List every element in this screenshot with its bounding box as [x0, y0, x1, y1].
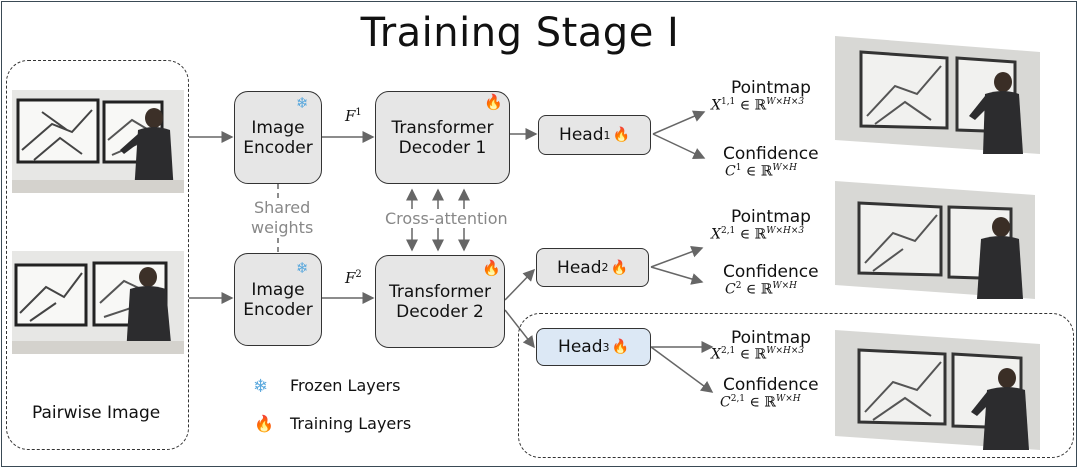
head3-output-panel [518, 313, 1074, 458]
confidence-label-3: Confidence [723, 375, 819, 395]
snowflake-icon: ❄ [253, 376, 269, 397]
pointmap-label-1: Pointmap [731, 78, 811, 98]
pointmap-eq-1: X1,1 ∈ ℝW×H×3 [711, 97, 805, 114]
encoder-2-label-line2: Encoder [243, 299, 313, 320]
decoder-1-label-line2: Decoder 1 [398, 137, 487, 158]
feature-f2-label: F2 [345, 269, 362, 287]
cross-attention-label: Cross-attention [383, 209, 510, 228]
pointmap-label-3: Pointmap [731, 328, 811, 348]
feature-f1-label: F1 [345, 107, 362, 125]
shared-weights-label: Shared weights [251, 198, 314, 238]
confidence-label-2: Confidence [723, 262, 819, 282]
pointmap-render-1 [835, 36, 1040, 156]
confidence-eq-3: C2,1 ∈ ℝW×H [720, 394, 801, 411]
shared-line2: weights [251, 218, 314, 237]
pointmap-label-2: Pointmap [731, 207, 811, 227]
confidence-eq-1: C1 ∈ ℝW×H [725, 163, 797, 180]
pairwise-image-panel [6, 60, 189, 450]
decoder-2-label-line1: Transformer [388, 281, 491, 302]
snowflake-icon: ❄ [296, 259, 309, 277]
confidence-label-1: Confidence [723, 144, 819, 164]
decoder-2-label-line2: Decoder 2 [396, 301, 484, 322]
encoder-1-label-line1: Image [251, 117, 305, 138]
input-image-1 [12, 90, 184, 193]
encoder-2-label-line1: Image [251, 279, 305, 300]
pointmap-eq-2: X2,1 ∈ ℝW×H×3 [711, 226, 805, 243]
decoder-1-label-line1: Transformer [391, 117, 494, 138]
flame-icon: 🔥 [610, 259, 628, 276]
figure-title: Training Stage I [360, 10, 680, 56]
pairwise-image-label: Pairwise Image [32, 403, 161, 423]
pointmap-render-2 [835, 181, 1035, 299]
flame-icon: 🔥 [612, 127, 630, 143]
snowflake-icon: ❄ [296, 94, 309, 112]
legend-frozen-label: Frozen Layers [290, 376, 401, 395]
confidence-eq-2: C2 ∈ ℝW×H [725, 281, 797, 298]
flame-icon: 🔥 [482, 259, 501, 277]
pointmap-render-3 [835, 330, 1040, 450]
encoder-1-label-line2: Encoder [243, 137, 313, 158]
input-image-2 [12, 251, 184, 354]
flame-icon: 🔥 [484, 93, 503, 111]
pointmap-eq-3: X2,1 ∈ ℝW×H×3 [711, 346, 805, 363]
flame-icon: 🔥 [611, 339, 629, 355]
shared-line1: Shared [253, 198, 311, 217]
flame-icon: 🔥 [254, 414, 274, 433]
legend-training-label: Training Layers [290, 414, 412, 433]
